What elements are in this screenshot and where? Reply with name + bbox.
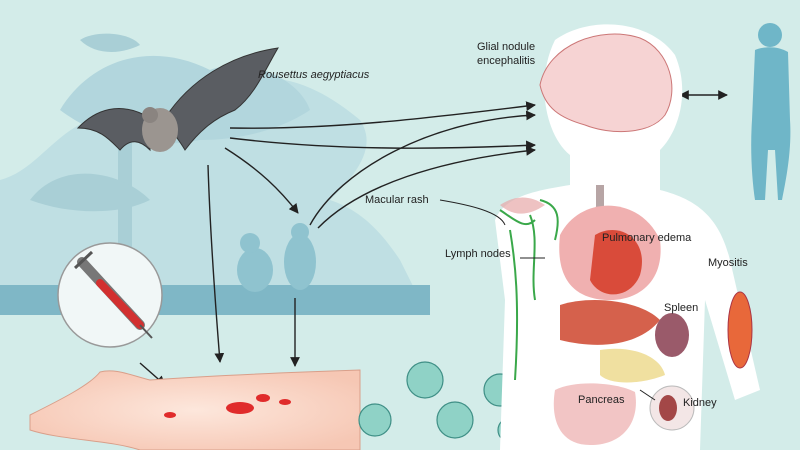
lymph-vessels <box>499 199 559 381</box>
distant-bat-silhouette <box>80 33 140 52</box>
glial-label-line1: Glial nodule <box>477 41 535 53</box>
syringe-icon <box>57 242 163 348</box>
spleen-label: Spleen <box>664 302 698 314</box>
intestines <box>553 383 636 445</box>
human-body <box>495 24 760 450</box>
kidney-label: Kidney <box>683 397 717 409</box>
glial-label-line2: encephalitis <box>477 55 536 67</box>
transmission-arrows <box>139 90 728 386</box>
lymph-label: Lymph nodes <box>445 248 511 260</box>
rash-area <box>500 197 545 214</box>
edema-label: Pulmonary edema <box>602 232 692 244</box>
pancreas-label: Pancreas <box>578 394 625 406</box>
brain-icon <box>539 33 673 133</box>
virus-cells-icon <box>358 361 523 443</box>
heart <box>590 229 642 295</box>
primates-icon <box>237 223 316 292</box>
rash-label: Macular rash <box>365 194 429 206</box>
muscle-myositis <box>727 291 753 369</box>
woman-silhouette-icon <box>751 23 791 200</box>
species-label: Rousettus aegyptiacus <box>258 69 370 81</box>
arm-with-hemorrhage <box>29 369 361 450</box>
myositis-label: Myositis <box>708 257 748 269</box>
pancreas-organ <box>600 348 665 383</box>
spleen-organ <box>655 313 689 357</box>
bat-icon <box>76 47 279 152</box>
liver <box>560 300 660 345</box>
leader-lines <box>439 199 656 401</box>
